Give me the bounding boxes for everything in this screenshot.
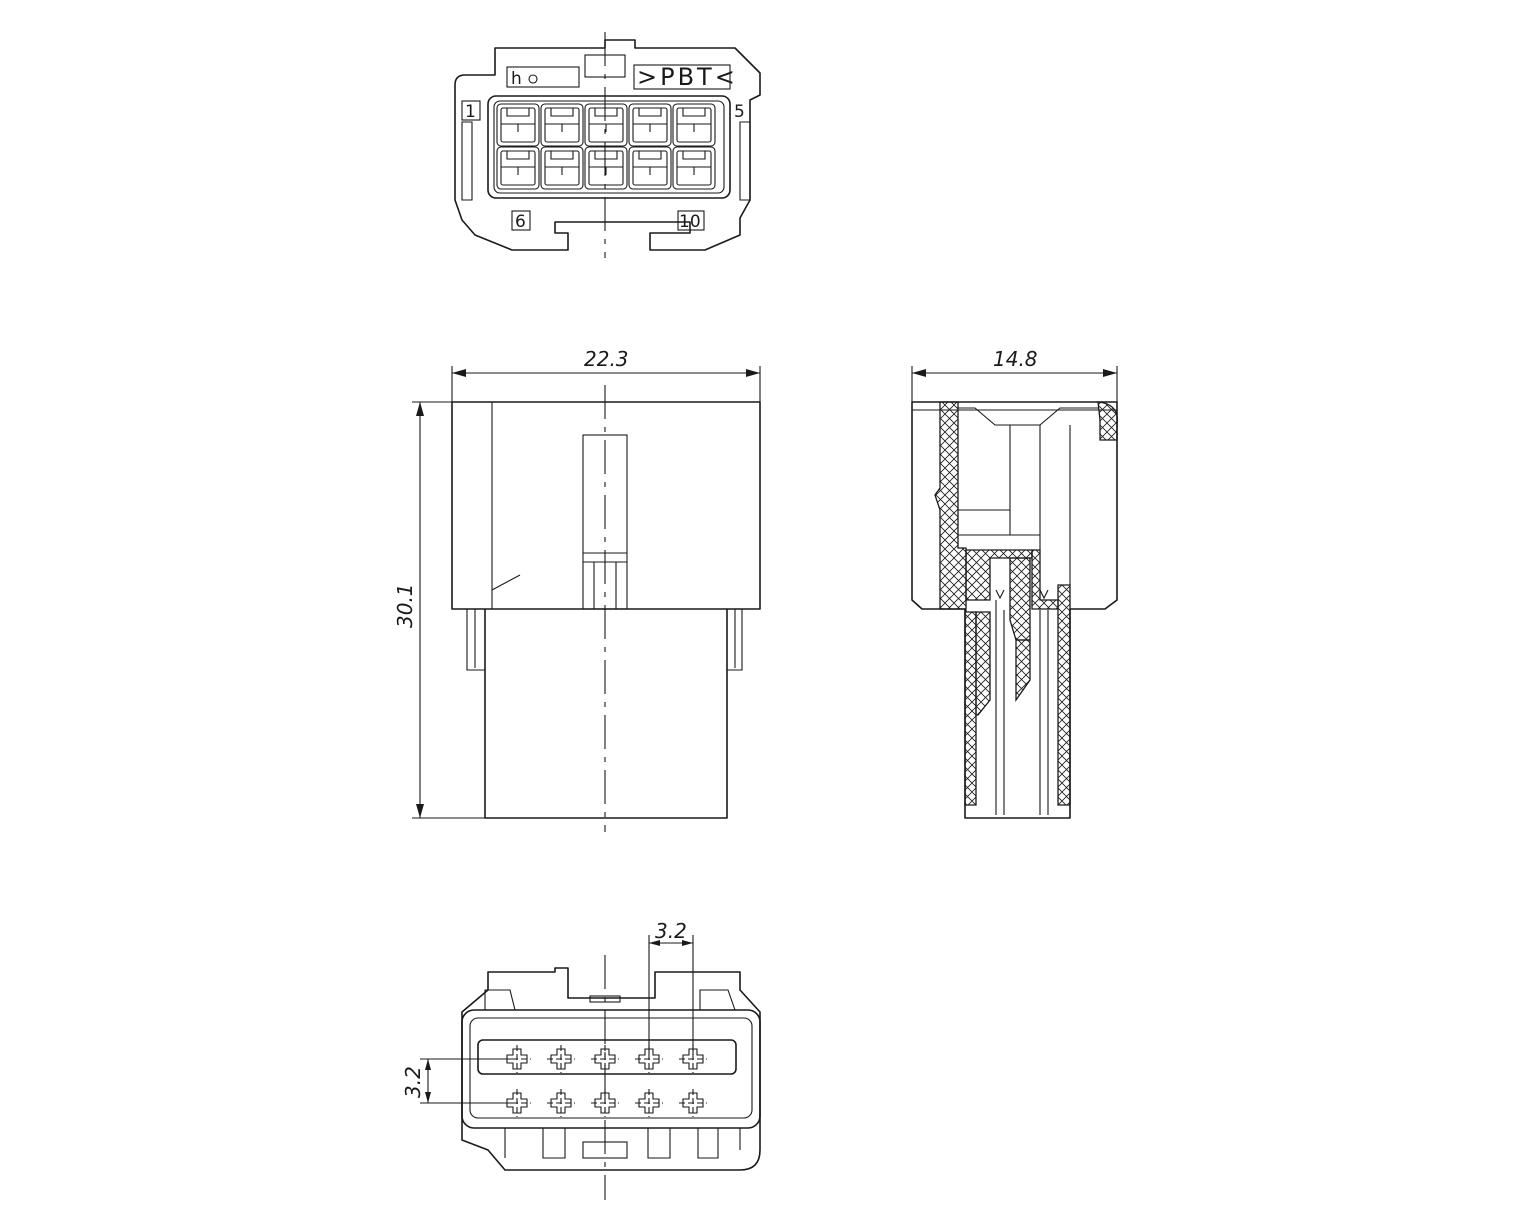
terminal-cross [635,1089,663,1117]
logo-mark: h [511,69,522,89]
terminal-cavity [672,103,716,147]
pin-marker-5: 5 [734,102,745,122]
top-face-view: h >PBT< 1 5 6 10 [454,32,761,258]
terminal-cavity [584,146,628,190]
material-box [633,64,731,90]
dimension-width-side: 14.8 [993,347,1038,371]
terminal-cross [547,1045,575,1073]
terminal-cavity [540,146,584,190]
dimension-height: 30.1 [393,583,417,628]
terminal-cavity [672,146,716,190]
pin-marker-10: 10 [679,212,701,232]
terminal-cavity [584,103,628,147]
terminal-cavity [628,103,672,147]
dimension-pitch-vertical: 3.2 [401,1066,425,1098]
material-mark: >PBT< [637,63,738,91]
pin-marker-1: 1 [465,102,476,122]
terminal-cross [679,1089,707,1117]
front-elevation-view: 22.3 30.1 [393,347,761,832]
terminal-cross [547,1089,575,1117]
terminal-cavity [496,103,540,147]
side-section-view: 14.8 [911,347,1119,819]
terminal-cavity [540,103,584,147]
terminal-cavity [628,146,672,190]
logo-dot-icon [528,74,538,84]
terminal-cavity-grid [496,103,716,190]
terminal-cavity [496,146,540,190]
pin-marker-6: 6 [515,212,526,232]
dimension-width-front: 22.3 [584,347,629,371]
rear-face-view: 3.2 3.2 [401,919,761,1200]
dimension-pitch-horizontal: 3.2 [655,919,687,943]
logo-box [506,66,580,88]
